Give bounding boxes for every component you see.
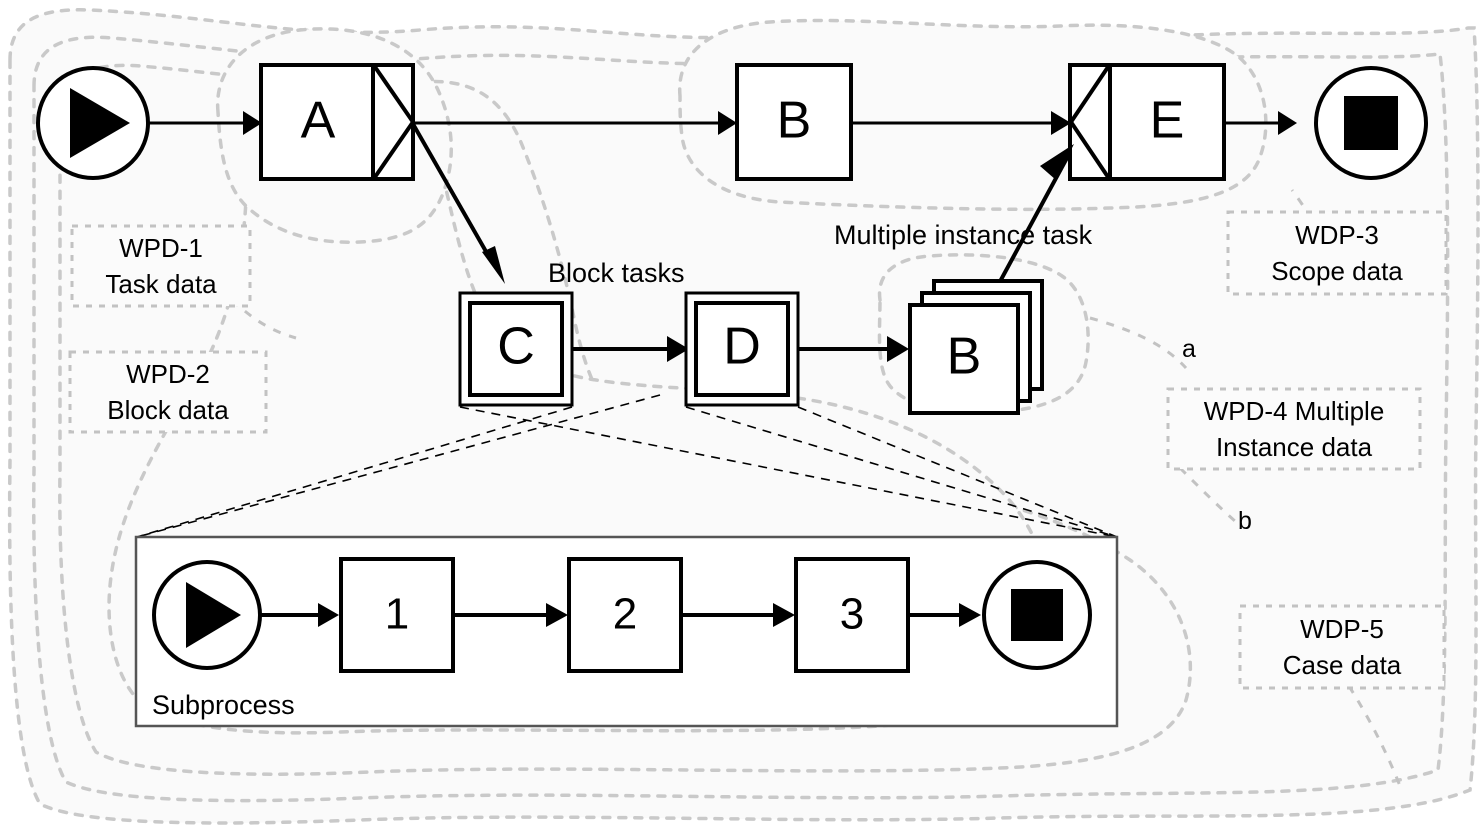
block-task-c-label: C — [497, 318, 535, 376]
subprocess-start-event[interactable] — [152, 560, 262, 670]
multiple-instance-task-b-label: B — [947, 328, 982, 386]
flow-sub-start-to-1 — [260, 603, 339, 627]
flow-b-to-e — [851, 111, 1071, 135]
flow-a-to-c — [411, 123, 505, 284]
task-b-top[interactable]: B — [735, 63, 853, 181]
wdp-label-3-line1: WDP-3 — [1295, 220, 1379, 250]
wdp-label-2-line1: WPD-2 — [126, 359, 210, 389]
annotation-marker-a: a — [1182, 335, 1196, 363]
multiple-instance-task-b[interactable]: B — [908, 279, 1044, 415]
flow-start-to-a — [149, 111, 262, 135]
wdp-label-5-line2: Case data — [1283, 650, 1402, 680]
subprocess-container: 1 2 3 Subprocess — [134, 535, 1119, 728]
task-e[interactable]: E — [1068, 63, 1226, 181]
subprocess-task-3-label: 3 — [840, 590, 864, 639]
wdp-label-2: WPD-2 Block data — [68, 350, 268, 434]
wdp-label-1-line1: WPD-1 — [119, 233, 203, 263]
flow-c-to-d — [572, 336, 689, 362]
wdp-label-3: WDP-3 Scope data — [1226, 210, 1448, 296]
subprocess-task-1-label: 1 — [385, 590, 409, 639]
flow-d-to-mib — [798, 336, 909, 362]
block-task-d-label: D — [723, 318, 761, 376]
end-event-main[interactable] — [1314, 66, 1428, 180]
annotation-block-tasks: Block tasks — [548, 258, 685, 288]
wdp-label-3-line2: Scope data — [1271, 256, 1403, 286]
task-a[interactable]: A — [259, 63, 415, 181]
subprocess-task-2-label: 2 — [613, 590, 637, 639]
subprocess-expansion-lines — [136, 394, 1118, 538]
task-e-label: E — [1150, 92, 1185, 150]
wdp-label-4-line2: Instance data — [1216, 432, 1373, 462]
subprocess-task-2[interactable]: 2 — [567, 557, 683, 673]
block-task-d[interactable]: D — [684, 291, 800, 407]
annotation-marker-b: b — [1238, 507, 1252, 535]
flow-sub-2-to-3 — [681, 603, 795, 627]
wdp-label-1-line2: Task data — [105, 269, 217, 299]
wdp-label-1: WPD-1 Task data — [70, 224, 252, 308]
wdp-label-5-line1: WDP-5 — [1300, 614, 1384, 644]
flow-e-to-end — [1224, 111, 1297, 135]
wdp-label-4: WPD-4 Multiple Instance data — [1166, 387, 1422, 471]
subprocess-end-event[interactable] — [982, 560, 1092, 670]
wdp-label-4-line1: WPD-4 Multiple — [1204, 396, 1385, 426]
annotation-multiple-instance-task: Multiple instance task — [834, 220, 1093, 250]
wdp-label-2-line2: Block data — [107, 395, 229, 425]
flow-sub-1-to-2 — [453, 603, 568, 627]
flow-mib-to-e — [988, 144, 1074, 301]
subprocess-caption: Subprocess — [152, 690, 295, 720]
subprocess-task-3[interactable]: 3 — [794, 557, 910, 673]
flow-sub-3-to-end — [908, 603, 981, 627]
wdp-label-5: WDP-5 Case data — [1238, 604, 1446, 690]
start-event-main[interactable] — [36, 66, 150, 180]
task-a-label: A — [301, 92, 336, 150]
flow-a-to-b — [413, 111, 737, 135]
subprocess-task-1[interactable]: 1 — [339, 557, 455, 673]
task-b-top-label: B — [777, 92, 812, 150]
block-task-c[interactable]: C — [458, 291, 574, 407]
